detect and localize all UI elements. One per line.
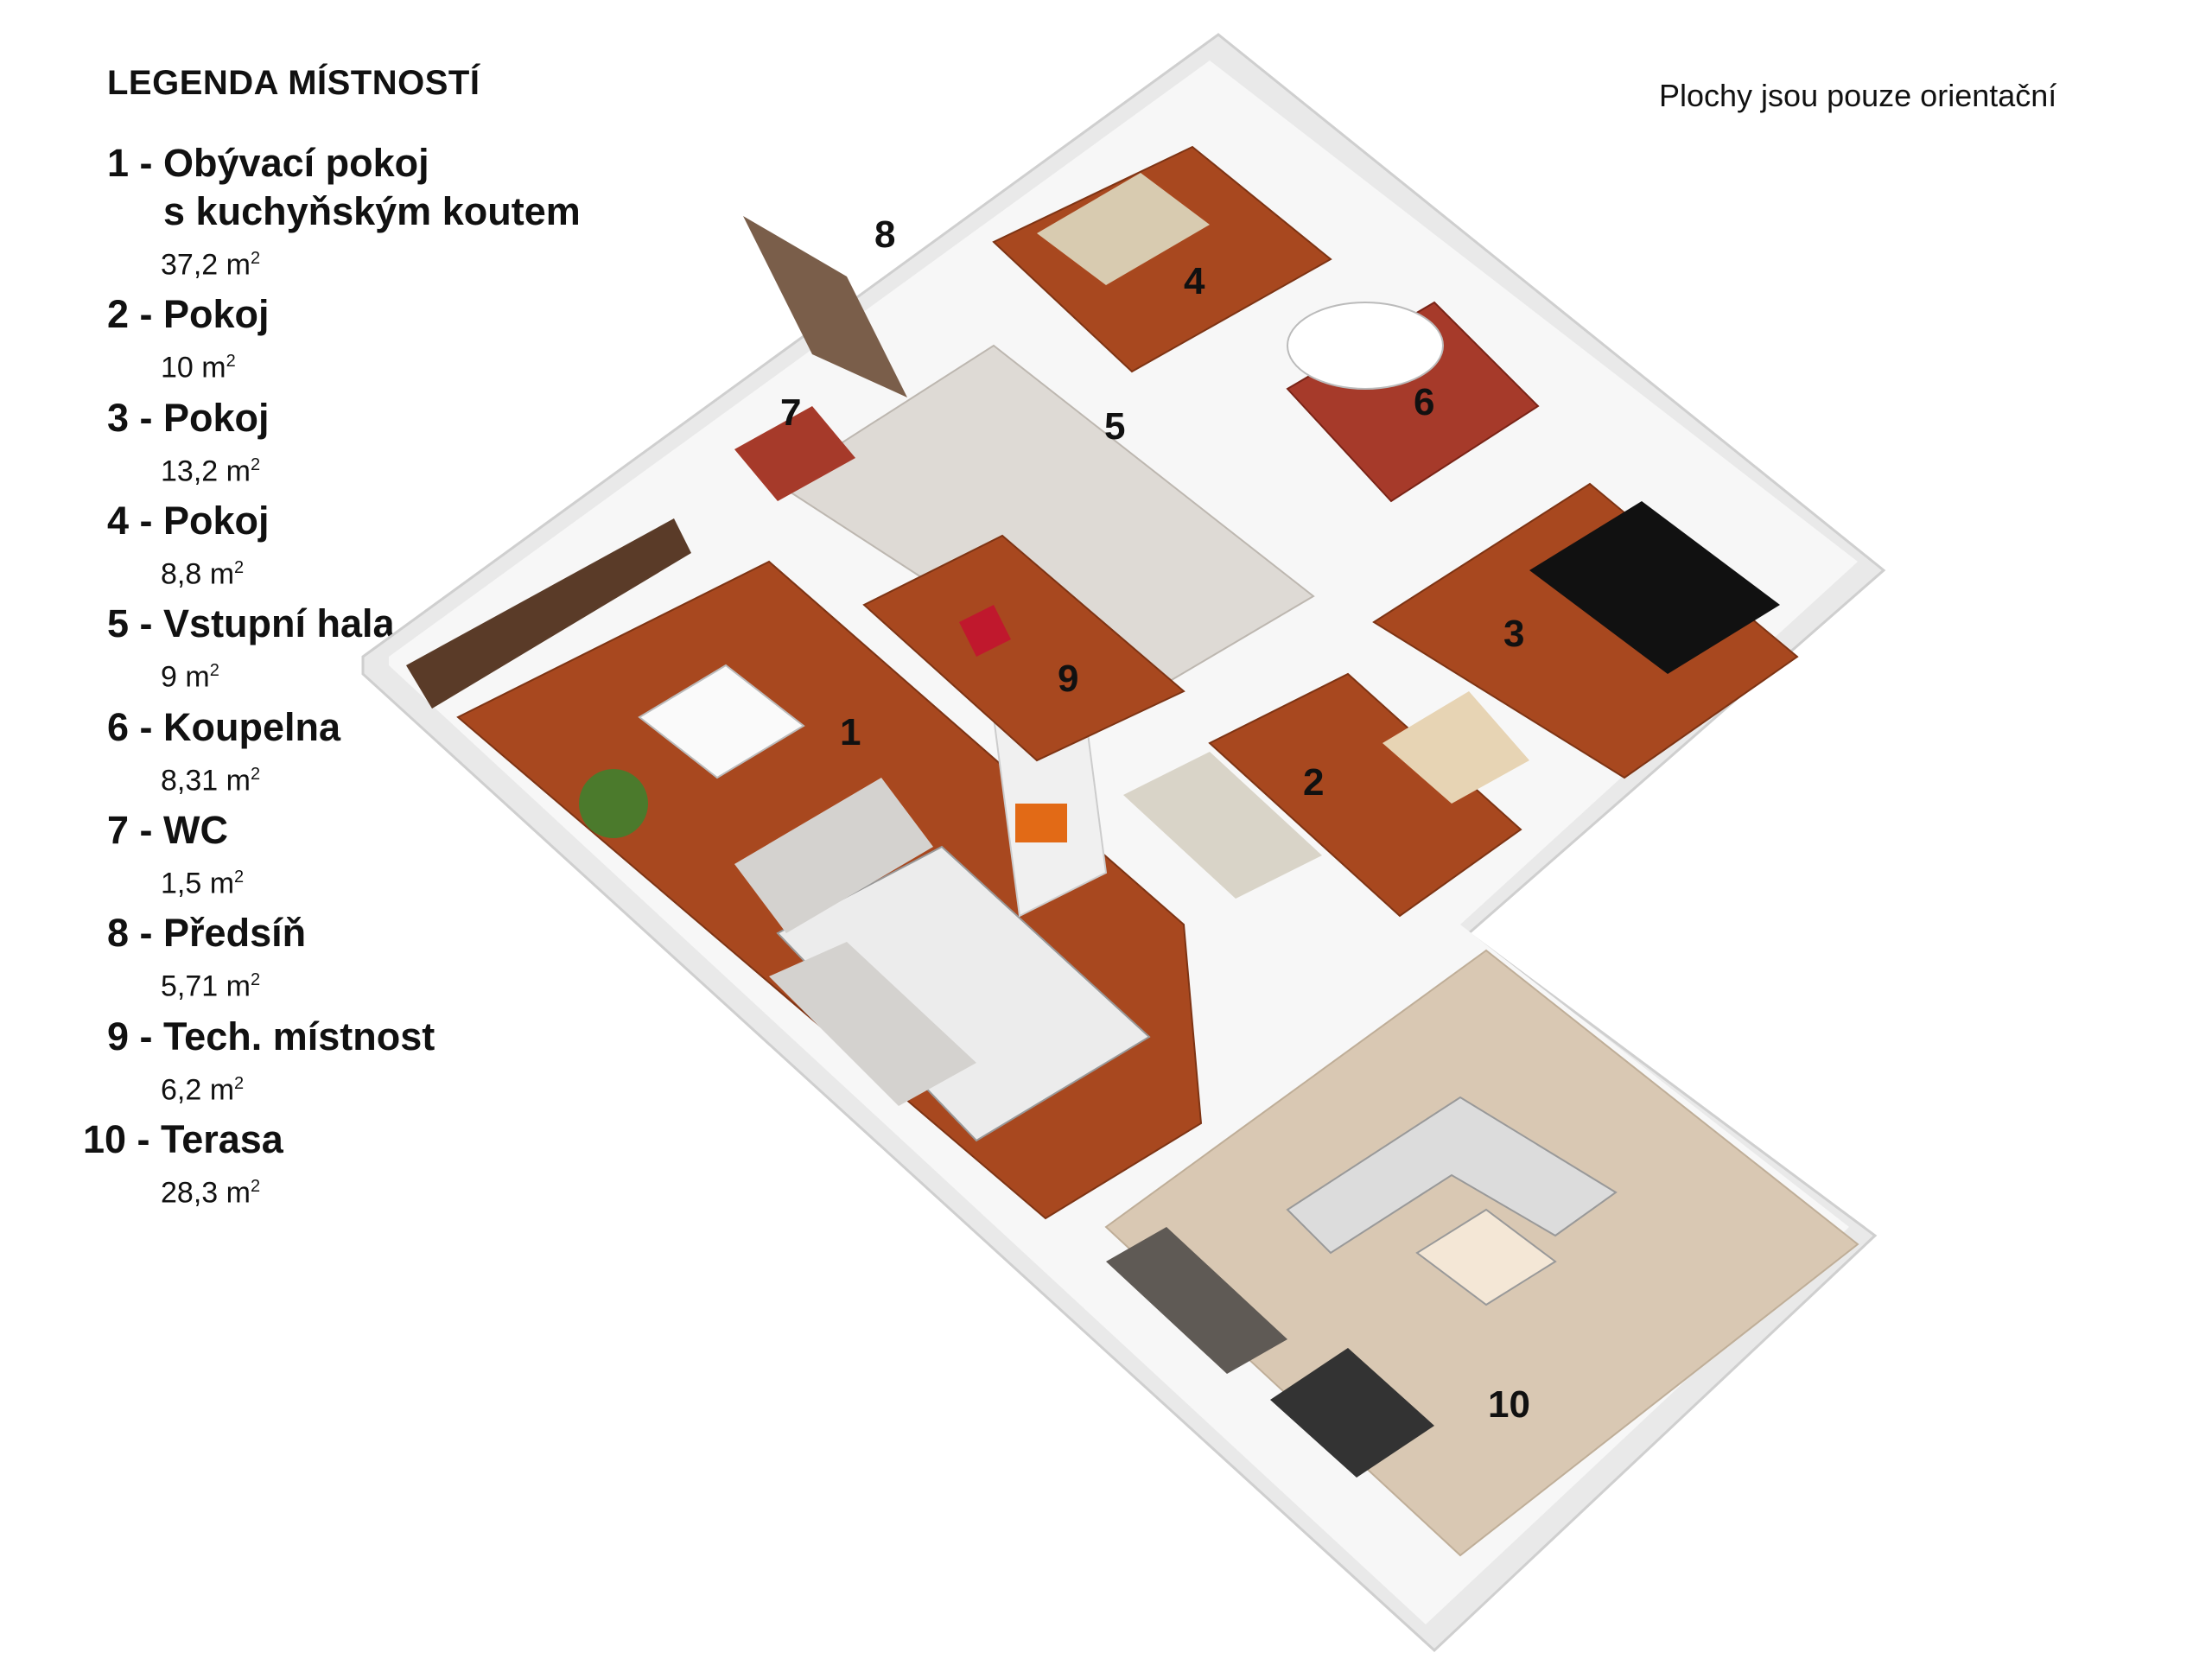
area-exponent: 2: [250, 249, 261, 268]
legend-item-1: 1 - Obývací pokoj s kuchyňským koutem 37…: [107, 139, 643, 283]
area-exponent: 2: [250, 454, 261, 474]
room-area: 8,8 m: [161, 557, 235, 591]
grill: [1270, 1348, 1434, 1478]
room-legend: LEGENDA MÍSTNOSTÍ 1 - Obývací pokoj s ku…: [83, 64, 643, 1218]
area-disclaimer: Plochy jsou pouze orientační: [1659, 78, 2057, 113]
room-name: Předsíň: [163, 911, 307, 956]
room-number: 7 -: [107, 807, 164, 852]
outdoor-bench: [1106, 1227, 1287, 1374]
legend-item-2: 2 - Pokoj 10 m2: [107, 290, 643, 386]
outdoor-sofa: [1286, 1096, 1618, 1255]
desk: [1382, 691, 1529, 804]
sofa: [769, 942, 976, 1106]
area-exponent: 2: [234, 867, 245, 887]
room-area: 28,3 m: [161, 1176, 251, 1210]
area-exponent: 2: [234, 1073, 245, 1093]
room-name: Vstupní hala: [163, 601, 395, 646]
room-area: 9 m: [161, 660, 210, 694]
sofa: [734, 778, 933, 933]
room-area: 5,71 m: [161, 969, 251, 1003]
area-exponent: 2: [250, 970, 261, 990]
legend-item-8: 8 - Předsíň 5,71 m2: [107, 909, 643, 1005]
room-4-floor: [992, 145, 1332, 373]
double-bed: [1529, 501, 1780, 674]
room-number: 6 -: [107, 704, 164, 749]
wardrobe: [743, 216, 907, 397]
room-area: 37,2 m: [161, 248, 251, 282]
tech-room-floor: [862, 534, 1185, 762]
outdoor-table: [1415, 1208, 1557, 1306]
plan-label-9: 9: [1058, 658, 1078, 700]
plan-label-3: 3: [1503, 613, 1524, 655]
room-number: 4 -: [107, 498, 164, 543]
legend-item-10: 10 - Terasa 28,3 m2: [83, 1116, 643, 1211]
plan-label-8: 8: [874, 213, 895, 256]
room-number: 8 -: [107, 911, 164, 956]
plan-label-5: 5: [1104, 405, 1125, 448]
vacuum-cleaner: [959, 605, 1011, 657]
room-name: Pokoj: [163, 395, 270, 440]
room-number: 5 -: [107, 601, 164, 646]
room-name: Tech. místnost: [163, 1014, 435, 1058]
room-2-floor: [1208, 672, 1522, 918]
dining-table: [638, 664, 805, 779]
legend-item-6: 6 - Koupelna 8,31 m2: [107, 703, 643, 799]
room-number: 1 -: [107, 141, 164, 185]
plan-label-10: 10: [1488, 1383, 1530, 1426]
kitchen-counter: [406, 518, 691, 709]
area-exponent: 2: [209, 661, 219, 681]
room-number: 3 -: [107, 395, 164, 440]
area-exponent: 2: [250, 1176, 261, 1196]
room-name: Terasa: [161, 1116, 283, 1161]
room-3-floor: [1372, 482, 1799, 779]
legend-item-9: 9 - Tech. místnost 6,2 m2: [107, 1013, 643, 1109]
area-exponent: 2: [234, 557, 245, 577]
plan-label-2: 2: [1303, 761, 1324, 804]
room-name: Pokoj: [163, 498, 270, 543]
legend-item-7: 7 - WC 1,5 m2: [107, 806, 643, 902]
legend-title: LEGENDA MÍSTNOSTÍ: [107, 64, 480, 102]
bed: [1123, 752, 1322, 899]
room-name: Koupelna: [163, 704, 341, 749]
plan-label-1: 1: [840, 711, 861, 753]
bathtub: [1287, 302, 1444, 390]
room-area: 8,31 m: [161, 763, 251, 797]
legend-item-5: 5 - Vstupní hala 9 m2: [107, 600, 643, 696]
single-bed: [1037, 173, 1210, 285]
room-number: 9 -: [107, 1014, 164, 1058]
legend-item-4: 4 - Pokoj 8,8 m2: [107, 497, 643, 593]
wc-floor: [734, 406, 855, 501]
plant: [579, 769, 648, 838]
room-name: WC: [163, 807, 229, 852]
plan-label-7: 7: [780, 391, 801, 434]
plan-label-4: 4: [1184, 260, 1205, 302]
room-name: Pokoj: [163, 292, 270, 337]
room-name: Obývací pokoj s kuchyňským koutem: [163, 141, 581, 233]
fireplace-fire: [1015, 804, 1067, 842]
room-area: 1,5 m: [161, 867, 235, 900]
area-exponent: 2: [250, 764, 261, 784]
plan-label-6: 6: [1414, 381, 1434, 423]
room-number: 10 -: [83, 1116, 162, 1161]
area-exponent: 2: [226, 352, 236, 372]
room-area: 10 m: [161, 351, 226, 385]
room-number: 2 -: [107, 292, 164, 337]
legend-item-3: 3 - Pokoj 13,2 m2: [107, 394, 643, 490]
room-area: 13,2 m: [161, 454, 251, 487]
room-area: 6,2 m: [161, 1072, 235, 1106]
